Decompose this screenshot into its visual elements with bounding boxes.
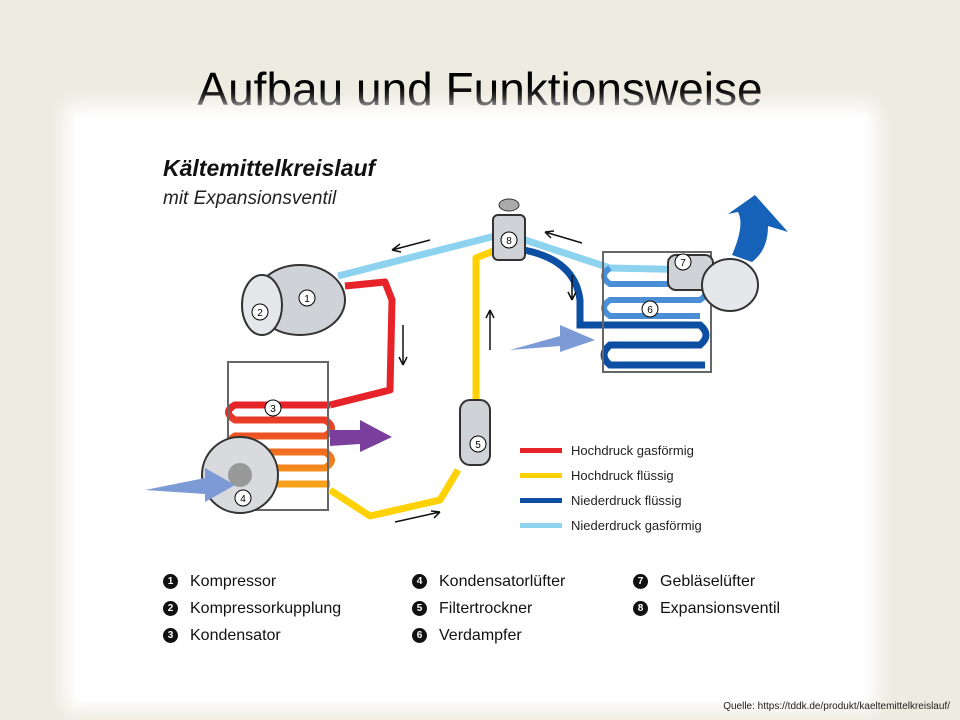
compressor: 1 2 — [241, 264, 346, 336]
legend: Hochdruck gasförmig Hochdruck flüssig Ni… — [520, 438, 702, 538]
expansion-valve: 8 — [492, 198, 526, 261]
part-label: Gebläselüfter — [660, 572, 756, 590]
svg-text:6: 6 — [647, 305, 653, 316]
source-citation: Quelle: https://tddk.de/produkt/kaeltemi… — [723, 701, 950, 712]
part-item: 2 Kompressorkupplung — [163, 595, 341, 622]
part-label: Kompressor — [190, 572, 277, 590]
svg-text:3: 3 — [270, 404, 276, 415]
part-number: 2 — [163, 601, 178, 616]
pipe-low-pressure-gas — [337, 232, 496, 280]
condenser-fan: 4 — [201, 436, 279, 514]
svg-text:2: 2 — [257, 308, 263, 319]
condenser-frame — [227, 361, 329, 511]
legend-swatch-red — [520, 448, 562, 453]
part-number: 1 — [163, 574, 178, 589]
evaporator-frame — [602, 251, 712, 373]
part-number: 7 — [633, 574, 648, 589]
part-label: Expansionsventil — [660, 599, 781, 617]
legend-swatch-light-blue — [520, 523, 562, 528]
svg-text:7: 7 — [680, 258, 686, 269]
part-item: 8 Expansionsventil — [633, 595, 780, 622]
air-outflow-arrow-condenser — [330, 420, 392, 452]
part-label: Kondensator — [190, 626, 281, 644]
filter-dryer: 5 — [459, 399, 491, 466]
legend-item: Niederdruck flüssig — [520, 488, 702, 513]
part-label: Kondensatorlüfter — [439, 572, 566, 590]
diagram-subtitle: mit Expansionsventil — [163, 188, 337, 209]
flow-direction-arrows — [391, 230, 583, 523]
legend-label: Hochdruck gasförmig — [571, 443, 694, 458]
part-label: Filtertrockner — [439, 599, 533, 617]
air-inflow-arrow — [145, 468, 235, 502]
diagram-title: Kältemittelkreislauf — [163, 155, 376, 181]
part-item: 5 Filtertrockner — [412, 595, 565, 622]
legend-label: Niederdruck gasförmig — [571, 518, 702, 533]
part-number: 4 — [412, 574, 427, 589]
part-number: 3 — [163, 628, 178, 643]
part-item: 1 Kompressor — [163, 568, 341, 595]
pipe-high-pressure-liquid — [328, 468, 462, 520]
part-number: 6 — [412, 628, 427, 643]
legend-item: Hochdruck flüssig — [520, 463, 702, 488]
svg-text:5: 5 — [475, 440, 481, 451]
parts-list-col-1: 1 Kompressor 2 Kompressorkupplung 3 Kondens… — [163, 568, 341, 649]
svg-text:1: 1 — [304, 294, 310, 305]
svg-text:8: 8 — [506, 236, 512, 247]
part-item: 4 Kondensatorlüfter — [412, 568, 565, 595]
legend-swatch-dark-blue — [520, 498, 562, 503]
svg-text:4: 4 — [240, 494, 246, 505]
legend-item: Niederdruck gasförmig — [520, 513, 702, 538]
air-outflow-arrow-blower — [728, 195, 788, 262]
legend-item: Hochdruck gasförmig — [520, 438, 702, 463]
legend-swatch-yellow — [520, 473, 562, 478]
part-item: 3 Kondensator — [163, 622, 341, 649]
parts-list-col-2: 4 Kondensatorlüfter 5 Filtertrockner 6 Verd… — [412, 568, 565, 649]
legend-label: Hochdruck flüssig — [571, 468, 674, 483]
slide-title: Aufbau und Funktionsweise — [197, 63, 763, 115]
part-label: Kompressorkupplung — [190, 599, 342, 617]
blower-fan: 7 — [667, 253, 759, 312]
air-inflow-arrow-evaporator — [510, 325, 595, 352]
part-number: 8 — [633, 601, 648, 616]
part-number: 5 — [412, 601, 427, 616]
pipe-high-pressure-liquid-up — [472, 246, 498, 400]
parts-list-col-3: 7 Gebläselüfter 8 Expansionsventil — [633, 568, 780, 622]
pipe-high-pressure-gas — [329, 278, 396, 409]
legend-label: Niederdruck flüssig — [571, 493, 682, 508]
part-item: 6 Verdampfer — [412, 622, 565, 649]
part-label: Verdampfer — [439, 626, 522, 644]
part-item: 7 Gebläselüfter — [633, 568, 780, 595]
